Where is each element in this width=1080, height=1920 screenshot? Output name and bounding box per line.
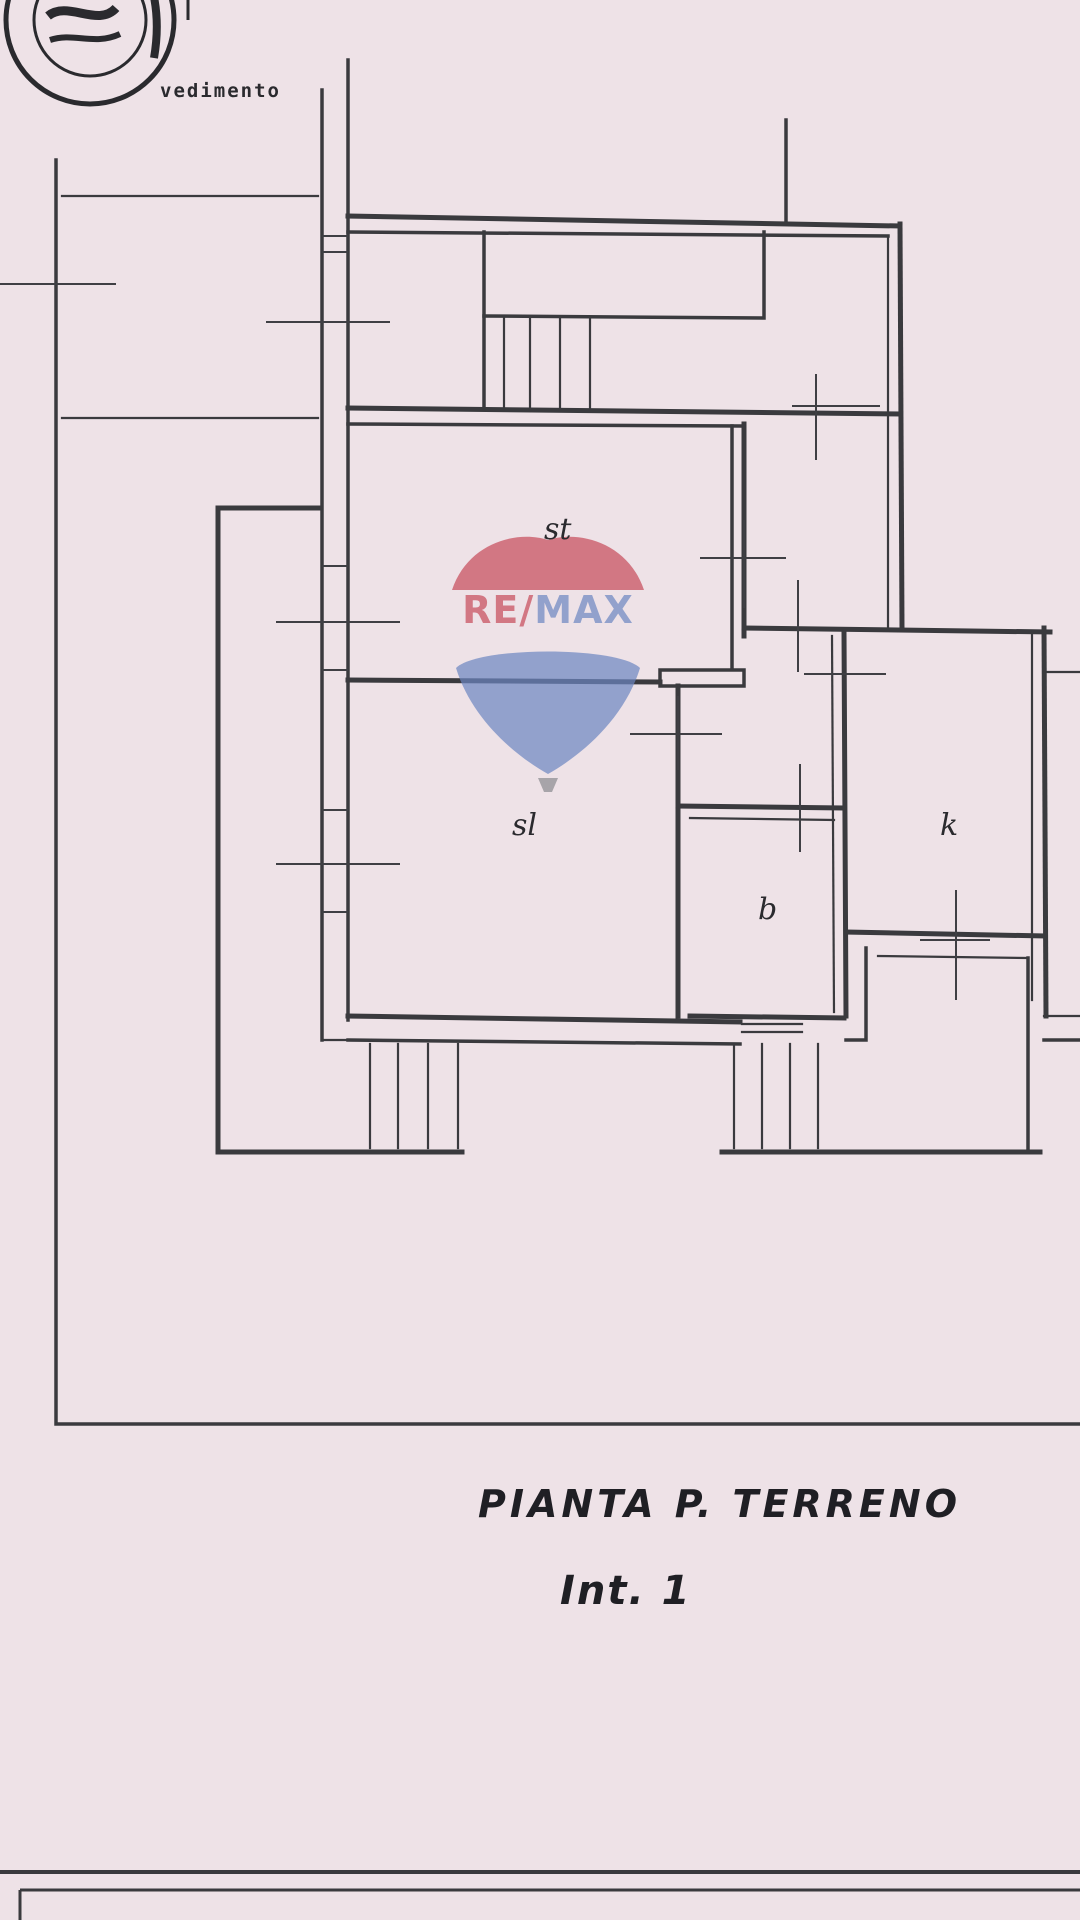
- room-label-st: st: [544, 512, 572, 547]
- k-lower-annex: [844, 946, 868, 1042]
- room-label-b: b: [758, 892, 778, 927]
- b-south-wall: [687, 1013, 847, 1021]
- room-label-sl: sl: [512, 808, 537, 843]
- logo-slash: /: [519, 588, 535, 632]
- room-label-k: k: [940, 808, 959, 843]
- upper-band-wall-inner: [346, 422, 742, 428]
- top-box: [482, 230, 766, 320]
- plan-title: PIANTA P. TERRENO: [478, 1482, 961, 1526]
- sl-south-wall-outer: [346, 1038, 742, 1046]
- balloon-icon: [452, 536, 644, 792]
- k-lower-annex-inner: [876, 954, 1030, 960]
- k-south-wall: [843, 929, 1047, 939]
- remax-wordmark: RE/MAX: [448, 588, 648, 632]
- st-south-step: [658, 668, 746, 688]
- outer-boundary: [54, 158, 1080, 1426]
- hall-east-wall-inner: [830, 634, 836, 1014]
- official-stamp: [3, 0, 190, 107]
- west-garden-wall: [215, 505, 465, 1155]
- upper-band-wall: [345, 405, 903, 417]
- east-wall-lower: [1041, 625, 1049, 1019]
- b-north-wall-inner: [688, 816, 836, 822]
- hall-mid-wall: [675, 803, 845, 811]
- plan-subtitle: Int. 1: [560, 1568, 692, 1614]
- east-wall-north: [897, 221, 905, 631]
- north-wall-inner: [346, 230, 890, 238]
- sl-south-wall: [345, 1013, 743, 1025]
- closet-south-wall: [741, 625, 1053, 635]
- hall-east-wall: [841, 629, 849, 1019]
- remax-watermark: RE/MAX: [448, 532, 648, 802]
- north-wall-outer: [345, 213, 903, 229]
- bottom-frame: [0, 1870, 1080, 1920]
- logo-brand-right: MAX: [534, 588, 634, 632]
- stamp-text: vedimento: [160, 80, 281, 102]
- logo-brand-left: RE: [462, 588, 520, 632]
